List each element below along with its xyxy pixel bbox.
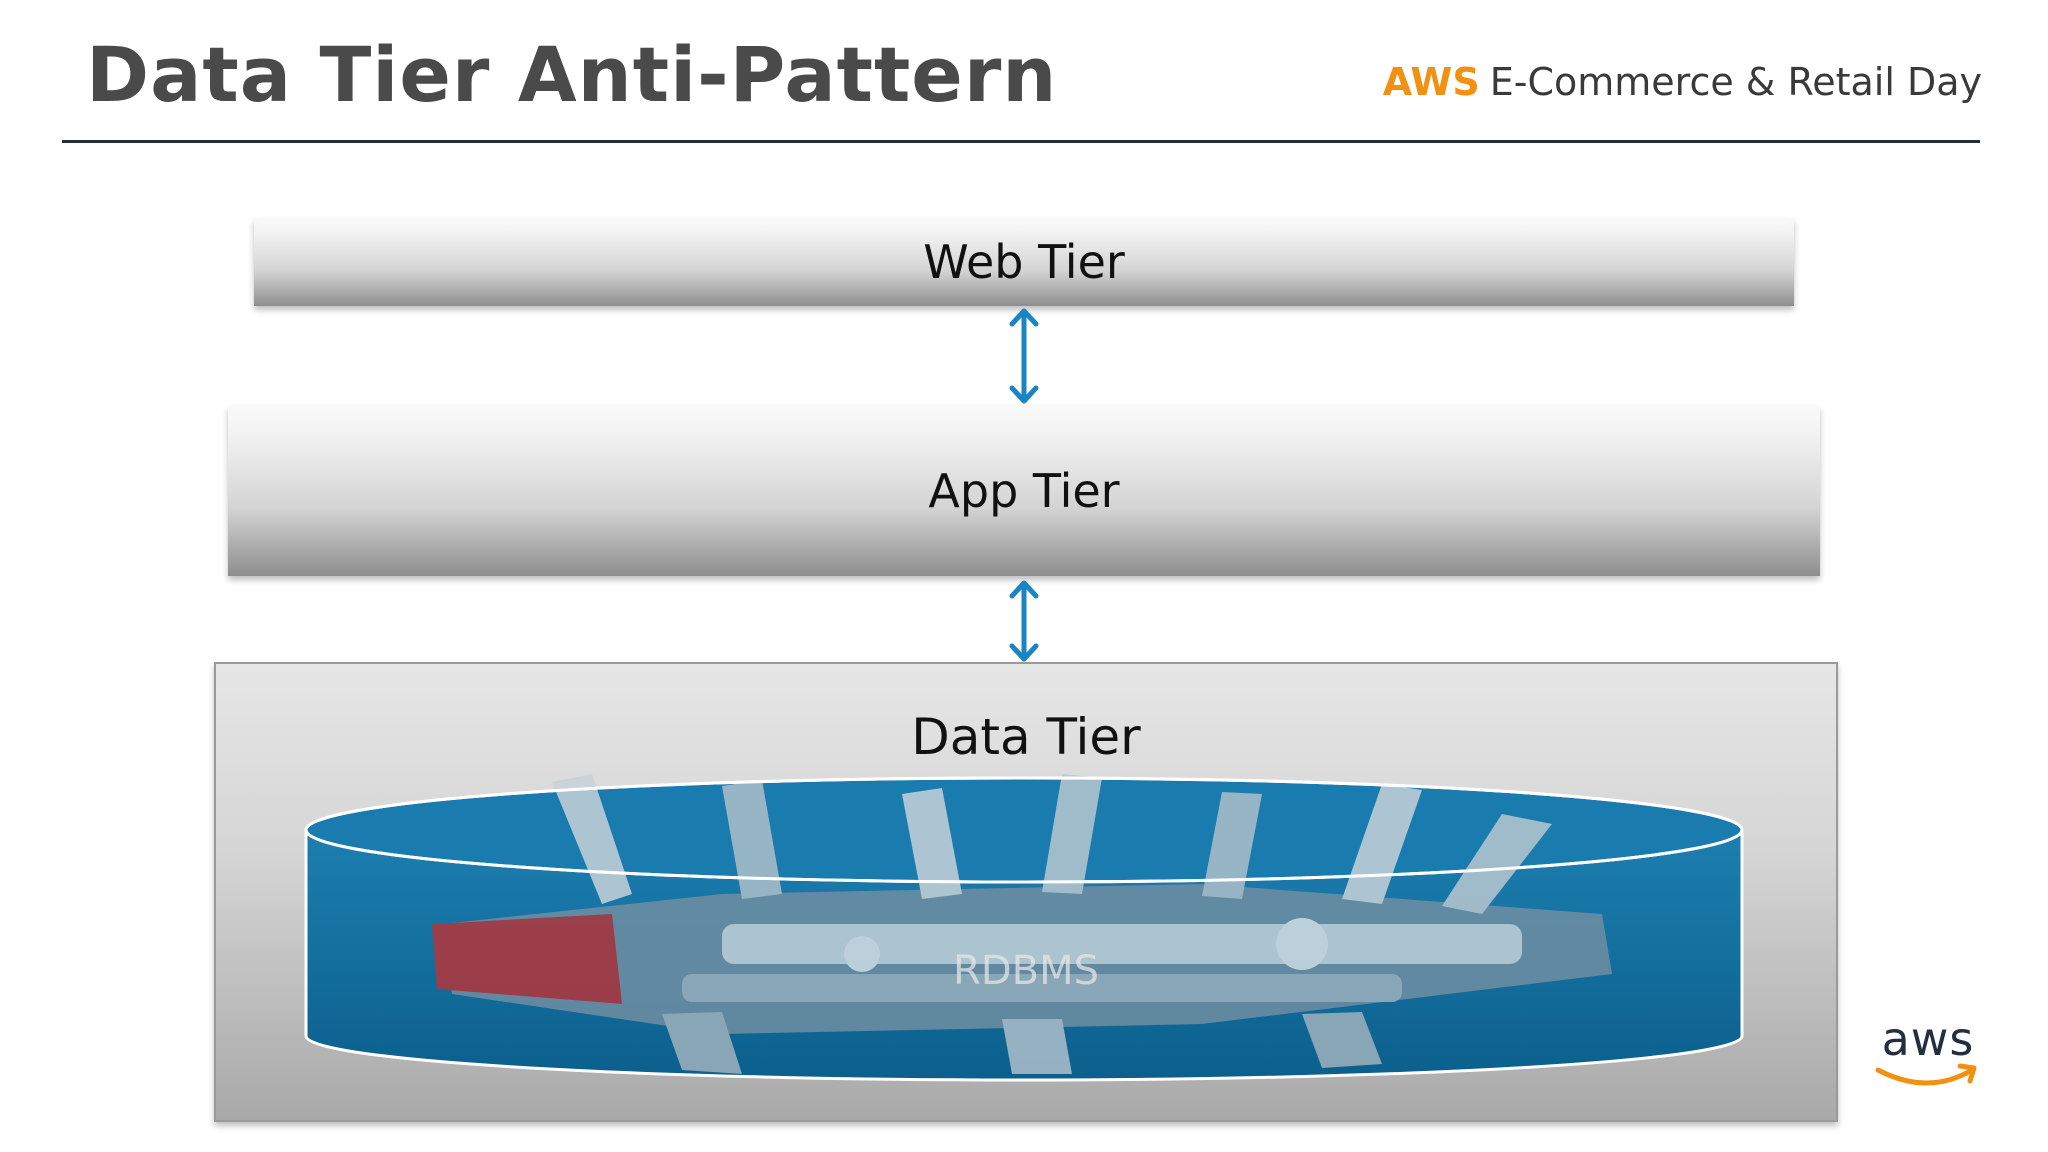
event-brand-name: E-Commerce & Retail Day (1489, 60, 1982, 104)
event-brand-aws: AWS (1382, 60, 1480, 104)
data-tier-box: Data Tier R (214, 662, 1838, 1122)
aws-logo: aws (1872, 1012, 1984, 1092)
web-tier-box: Web Tier (254, 218, 1794, 306)
aws-logo-text: aws (1881, 1012, 1975, 1066)
slide-title: Data Tier Anti-Pattern (86, 30, 1058, 119)
double-headed-arrow-icon (1009, 308, 1039, 404)
rdbms-label: RDBMS (953, 948, 1099, 994)
double-headed-arrow-icon (1009, 580, 1039, 662)
app-tier-box: App Tier (228, 406, 1820, 576)
web-tier-label: Web Tier (923, 235, 1125, 289)
aws-smile-icon (1875, 1063, 1977, 1086)
title-divider (62, 140, 1980, 143)
database-cylinder-icon (304, 774, 1744, 1082)
app-tier-label: App Tier (928, 464, 1120, 518)
data-tier-label: Data Tier (911, 708, 1141, 766)
